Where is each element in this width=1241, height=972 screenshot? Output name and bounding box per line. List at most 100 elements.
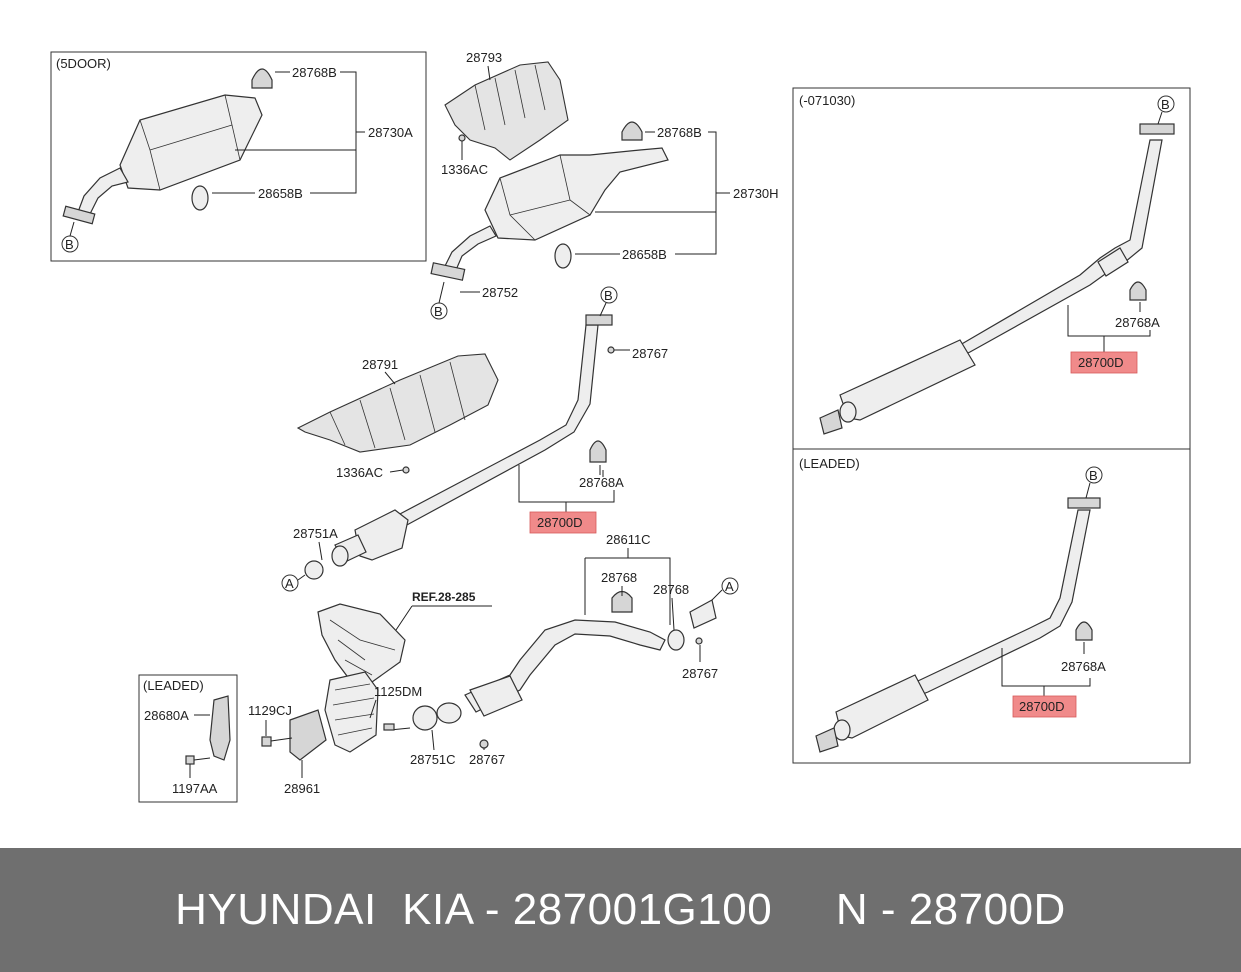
nut-28767-c — [479, 739, 489, 749]
nut-1336AC-a — [458, 134, 466, 142]
bolt-1125DM — [383, 723, 395, 731]
label-1129CJ: 1129CJ — [248, 703, 292, 718]
group-center-pipe: 28791 1336AC 28767 B 28768A 28700D 28751… — [281, 286, 668, 592]
center-pipe-flange-top — [585, 314, 613, 326]
hanger-28768A-rb — [1075, 621, 1093, 641]
label-28700D-rt: 28700D — [1078, 355, 1124, 370]
footer-bar: HYUNDAI KIA - 287001G100 N - 28700D — [0, 848, 1241, 972]
muffler-rt — [839, 339, 976, 421]
center-pipe-28700D-rt — [843, 139, 1163, 407]
nut-28767-a — [607, 346, 615, 354]
label-28791: 28791 — [362, 357, 398, 372]
rear-muffler-28730H — [484, 147, 669, 241]
marker-B-rt — [1157, 95, 1175, 113]
label-1336AC-b: 1336AC — [336, 465, 383, 480]
label-28767-b: 28767 — [682, 666, 718, 681]
label-28611C: 28611C — [606, 532, 651, 547]
rear-muffler-5door — [119, 94, 263, 191]
muffler-inlet-flange — [62, 205, 96, 225]
panel-leaded-small-title: (LEADED) — [143, 678, 204, 693]
hanger-28658B-b — [554, 243, 572, 269]
exhaust-manifold — [317, 603, 406, 683]
nut-1336AC-b — [402, 466, 410, 474]
front-pipe-flange — [436, 702, 462, 724]
marker-B-5door-label: B — [65, 237, 74, 252]
label-28768-b: 28768 — [653, 582, 689, 597]
gasket-28751A — [304, 560, 324, 580]
label-1125DM: 1125DM — [374, 684, 422, 699]
label-28730A: 28730A — [368, 125, 413, 140]
marker-B-rb — [1085, 466, 1103, 484]
bolt-1129CJ — [261, 736, 272, 747]
label-28767-a: 28767 — [632, 346, 668, 361]
flex-rt — [1097, 247, 1129, 277]
marker-B-mid-label: B — [434, 304, 443, 319]
marker-A-center-label: A — [285, 576, 294, 591]
muffler-inlet-pipe — [77, 167, 129, 215]
panel-right-top-title: (-071030) — [799, 93, 855, 108]
panel-leaded-small-frame — [138, 674, 238, 803]
highlight-28700D-main — [529, 511, 597, 534]
label-28768A-rt: 28768A — [1115, 315, 1160, 330]
panel-5door: (5DOOR) 28768B 28730A 28658B B — [50, 51, 427, 262]
hanger-28768-b — [667, 629, 685, 651]
label-28752: 28752 — [482, 285, 518, 300]
label-28767-c: 28767 — [469, 752, 505, 767]
panel-leaded-small: (LEADED) 28680A 1197AA — [138, 674, 238, 803]
muffler-28730H-inlet — [443, 225, 497, 271]
group-front-pipe: 28611C 28768 28768 28767 A REF.28-285 11… — [248, 532, 739, 796]
marker-B-center-label: B — [604, 288, 613, 303]
label-28700D-rb: 28700D — [1019, 699, 1065, 714]
label-28751A: 28751A — [293, 526, 338, 541]
bracket-28680A — [209, 695, 231, 761]
hanger-28768A-rt — [1129, 281, 1147, 301]
footer-part-number: HYUNDAI KIA - 287001G100 N - 28700D — [175, 885, 1066, 934]
marker-A-front-label: A — [725, 579, 734, 594]
center-pipe-28700D-rb — [839, 509, 1091, 723]
catalytic-converter — [324, 671, 379, 753]
heat-shield-28793 — [444, 61, 569, 161]
label-28768A-rb: 28768A — [1061, 659, 1106, 674]
center-pipe-inlet-flange — [331, 545, 349, 567]
label-28730H: 28730H — [733, 186, 779, 201]
marker-B-rt-label: B — [1161, 97, 1170, 112]
flange-rb-top — [1067, 497, 1101, 509]
label-28768-a: 28768 — [601, 570, 637, 585]
hanger-28768B-a — [251, 68, 273, 89]
panel-5door-frame — [50, 51, 427, 262]
hanger-28768B-b — [621, 121, 643, 141]
hanger-28658B-a — [191, 185, 209, 211]
label-28768A-main: 28768A — [579, 475, 624, 490]
marker-A-center — [281, 574, 299, 592]
label-28658B-b: 28658B — [622, 247, 667, 262]
exhaust-diagram-svg: (5DOOR) 28768B 28730A 28658B B 28793 133… — [50, 50, 1191, 803]
label-28768B-b: 28768B — [657, 125, 702, 140]
heat-shield-28791 — [296, 353, 499, 453]
group-rear-muffler: 28793 1336AC 28768B 28730H 28658B 28752 … — [430, 50, 779, 320]
marker-A-front — [721, 577, 739, 595]
panel-right: (-071030) B 28768A 28700D (LEADED) B 287… — [792, 87, 1191, 764]
panel-5door-title: (5DOOR) — [56, 56, 111, 71]
label-ref-28-285: REF.28-285 — [412, 590, 476, 604]
panel-right-bottom-title: (LEADED) — [799, 456, 860, 471]
marker-B-rb-label: B — [1089, 468, 1098, 483]
flange-rt-top — [1139, 123, 1175, 135]
gasket-28751C — [412, 705, 438, 731]
label-28700D-main: 28700D — [537, 515, 583, 530]
marker-B-center — [600, 286, 618, 304]
label-28680A: 28680A — [144, 708, 189, 723]
panel-right-frame — [792, 87, 1191, 764]
bracket-28961 — [289, 709, 327, 761]
label-28658B-a: 28658B — [258, 186, 303, 201]
front-pipe-flex — [469, 675, 523, 717]
center-pipe-resonator — [354, 509, 409, 561]
hanger-28768A-main — [589, 440, 607, 463]
label-28961: 28961 — [284, 781, 320, 796]
hanger-28768-a — [611, 590, 633, 613]
highlight-28700D-rb — [1012, 695, 1077, 718]
label-28793: 28793 — [466, 50, 502, 65]
label-1197AA: 1197AA — [172, 781, 218, 796]
label-28751C: 28751C — [410, 752, 456, 767]
nut-28767-b — [695, 637, 703, 645]
